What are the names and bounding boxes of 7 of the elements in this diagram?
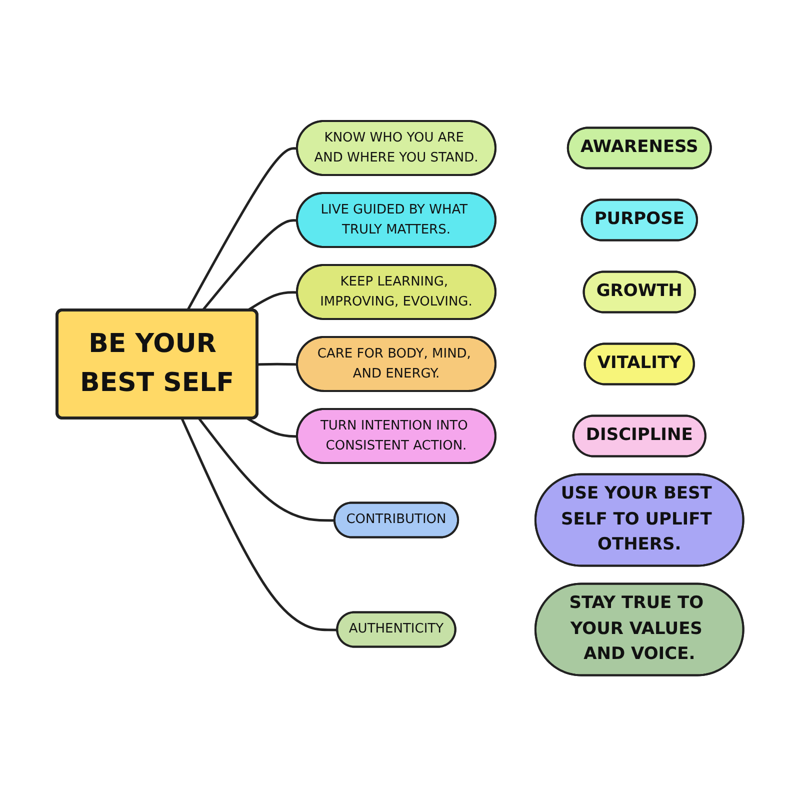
connector — [246, 291, 298, 312]
connector — [180, 418, 338, 632]
connector — [257, 362, 298, 366]
connector — [198, 418, 335, 522]
connector — [201, 219, 298, 312]
connector — [246, 417, 298, 438]
connector — [186, 147, 298, 311]
